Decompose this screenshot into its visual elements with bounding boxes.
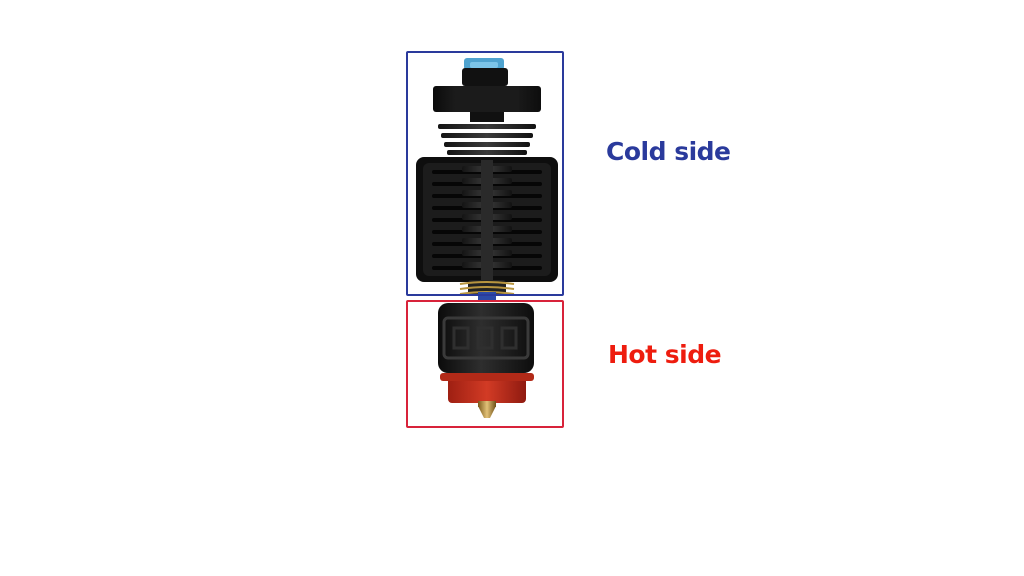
spring-icon <box>459 280 515 300</box>
cold-side-frame <box>406 51 564 296</box>
bowden-coupling-icon <box>462 58 508 86</box>
hotend-illustration <box>416 58 558 418</box>
cold-side-label: Cold side <box>606 137 731 166</box>
hot-side-frame <box>406 300 564 428</box>
nozzle-sock-icon <box>440 373 534 403</box>
hex-nut-icon <box>433 86 541 122</box>
nozzle-icon <box>478 401 496 418</box>
upper-fins-icon <box>438 124 536 155</box>
heater-block-sock-icon <box>438 303 534 373</box>
heatsink-fan-shroud-icon <box>416 157 558 282</box>
hot-side-label: Hot side <box>608 340 722 369</box>
